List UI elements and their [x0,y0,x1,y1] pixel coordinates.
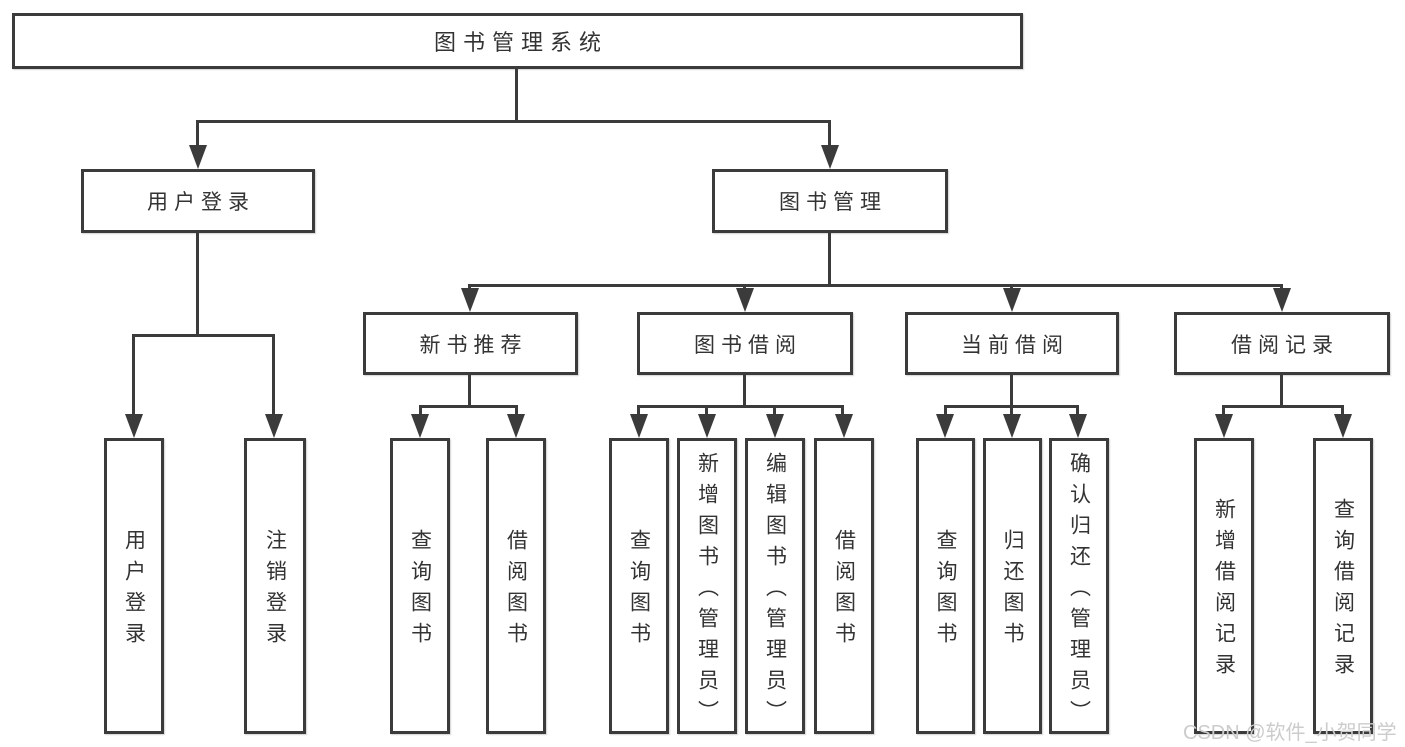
arrow-down-icon [1003,414,1021,438]
connector-stem [705,405,708,416]
connector-stem [1010,375,1013,408]
arrow-down-icon [1069,414,1087,438]
connector-stem [1341,405,1344,416]
arrow-down-icon [411,414,429,438]
leaf-confirm-return-admin: 确认归还（管理员） [1049,438,1109,734]
arrow-down-icon [507,414,525,438]
connector-stem [828,120,831,148]
leaf-label: 编辑图书（管理员） [763,451,787,731]
leaf-edit-books-admin: 编辑图书（管理员） [745,438,805,734]
leaf-label: 查询图书 [408,529,432,653]
connector-stem [419,405,422,416]
node-book-management-label: 图书管理 [779,191,887,214]
connector-hline [468,284,1283,287]
connector-hline [419,405,518,408]
connector-hline [132,334,275,337]
leaf-add-books-admin: 新增图书（管理员） [677,438,737,734]
leaf-query-books: 查询图书 [390,438,450,734]
connector-stem [468,375,471,408]
connector-stem [773,405,776,416]
arrow-down-icon [1273,288,1291,312]
leaf-add-borrow-record: 新增借阅记录 [1194,438,1254,734]
node-root-label: 图书管理系统 [433,30,608,55]
leaf-label: 查询图书 [627,529,651,653]
connector-stem [743,375,746,408]
arrow-down-icon [1003,288,1021,312]
connector-stem [1076,405,1079,416]
leaf-label: 查询借阅记录 [1331,498,1355,684]
connector-stem [1222,405,1225,416]
leaf-borrow-books: 借阅图书 [486,438,546,734]
node-borrowing-records: 借阅记录 [1174,312,1390,375]
node-label: 图书借阅 [694,333,802,357]
node-book-borrowing: 图书借阅 [637,312,853,375]
connector-root-hline [196,120,831,123]
node-label: 当前借阅 [961,333,1069,357]
connector-stem [515,405,518,416]
connector-stem [196,233,199,337]
arrow-down-icon [766,414,784,438]
arrow-down-icon [1334,414,1352,438]
connector-stem [1280,375,1283,408]
arrow-down-icon [736,288,754,312]
arrow-down-icon [835,414,853,438]
connector-stem [1010,405,1013,416]
leaf-label: 确认归还（管理员） [1067,451,1091,731]
node-user-login: 用户登录 [81,169,315,233]
connector-stem [637,405,640,416]
arrow-down-icon [189,145,207,169]
leaf-label: 新增借阅记录 [1212,498,1236,684]
connector-hline [637,405,844,408]
leaf-label: 注销登录 [263,529,287,653]
arrow-down-icon [630,414,648,438]
arrow-down-icon [265,414,283,438]
leaf-borrow-books: 借阅图书 [814,438,874,734]
connector-root-stem [515,69,518,122]
leaf-query-borrow-record: 查询借阅记录 [1313,438,1373,734]
connector-stem [828,233,831,287]
node-label: 借阅记录 [1231,333,1339,357]
leaf-user-login: 用户登录 [104,438,164,734]
node-label: 新书推荐 [419,333,528,357]
arrow-down-icon [698,414,716,438]
node-current-borrowing: 当前借阅 [905,312,1119,375]
node-root: 图书管理系统 [12,13,1023,69]
connector-stem [841,405,844,416]
node-new-book-recommendation: 新书推荐 [363,312,578,375]
node-book-management: 图书管理 [712,169,948,233]
watermark: CSDN @软件_小贺同学 [1183,722,1397,744]
leaf-label: 查询图书 [934,529,957,653]
connector-hline [1222,405,1344,408]
arrow-down-icon [936,414,954,438]
leaf-logout: 注销登录 [244,438,306,734]
arrow-down-icon [1215,414,1233,438]
node-user-login-label: 用户登录 [147,191,255,214]
leaf-label: 用户登录 [122,529,146,653]
connector-stem [196,120,199,148]
connector-stem [944,405,947,416]
leaf-label: 借阅图书 [832,529,856,653]
arrow-down-icon [461,288,479,312]
connector-stem [132,334,135,416]
connector-stem [272,334,275,416]
leaf-label: 借阅图书 [504,529,528,653]
leaf-label: 归还图书 [1001,529,1024,653]
leaf-query-books: 查询图书 [609,438,669,734]
leaf-label: 新增图书（管理员） [695,451,719,731]
arrow-down-icon [821,145,839,169]
arrow-down-icon [125,414,143,438]
leaf-return-books: 归还图书 [983,438,1042,734]
leaf-query-books: 查询图书 [916,438,975,734]
